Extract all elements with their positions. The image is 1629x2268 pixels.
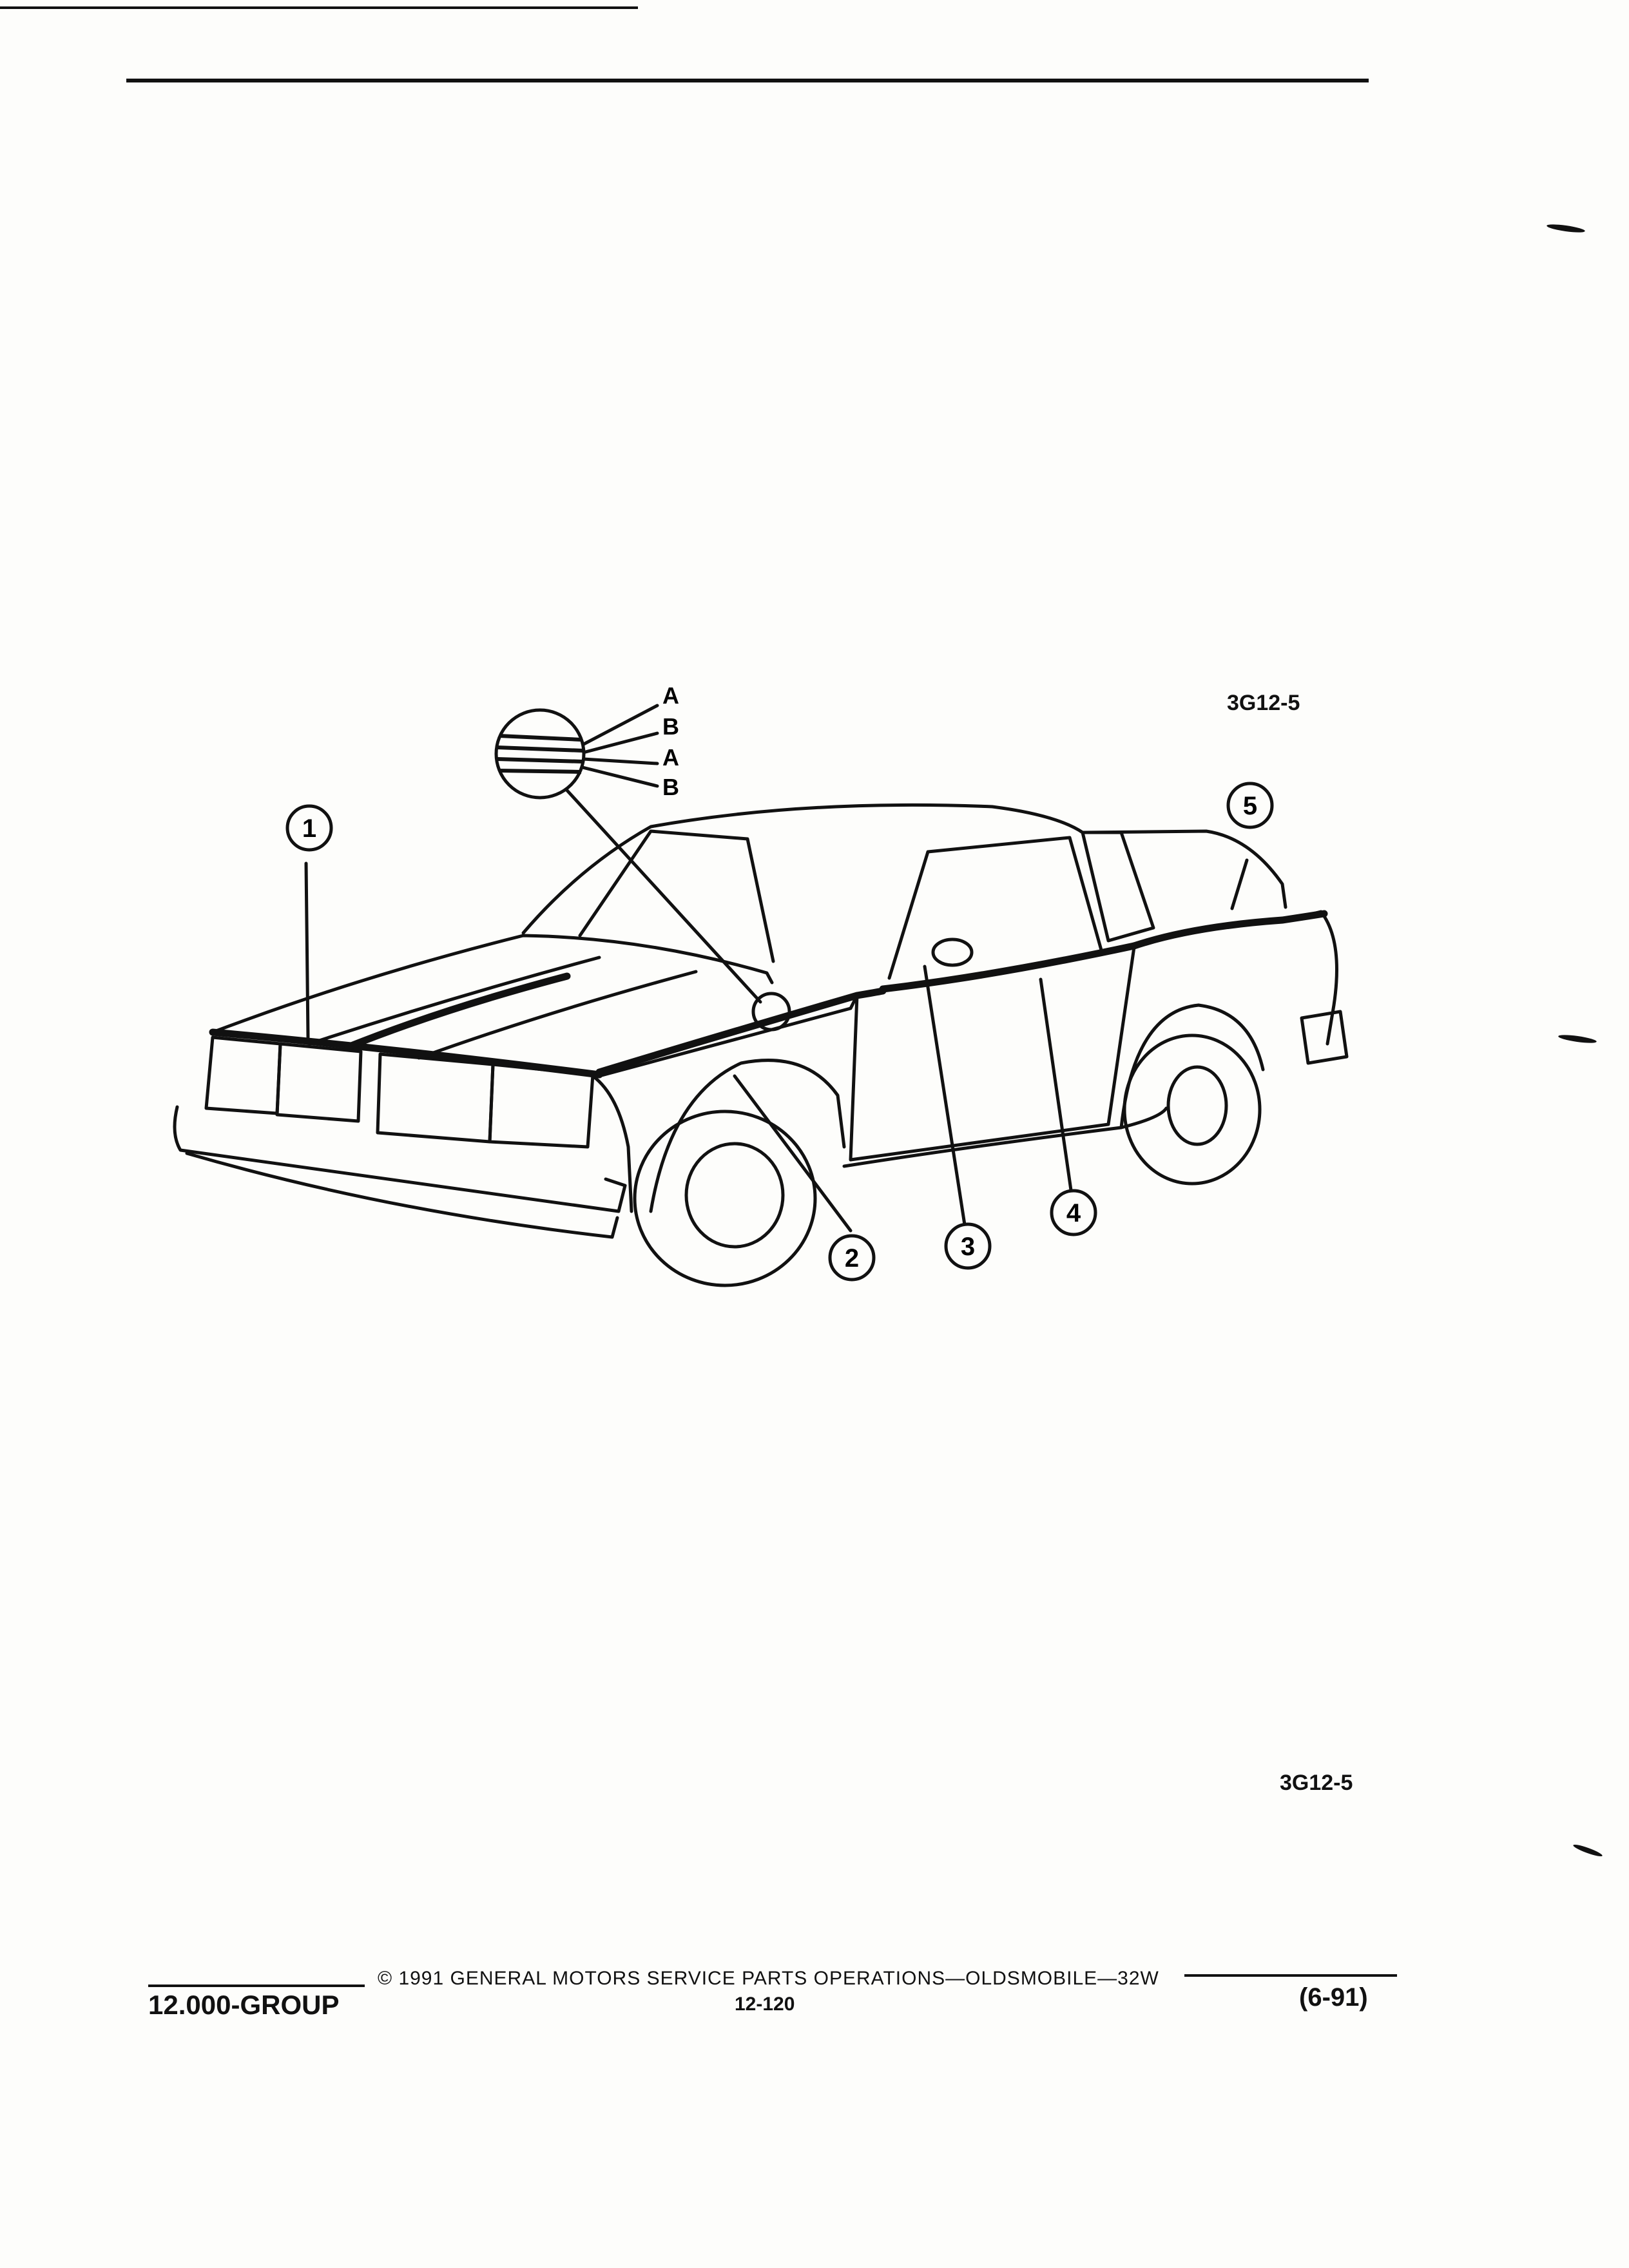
stripe-detail-magnifier — [494, 708, 586, 800]
headlight — [488, 1062, 595, 1149]
front-bumper — [173, 1105, 627, 1213]
figure-code-bottom: 3G12-5 — [1280, 1771, 1353, 1795]
rear-wheel — [1123, 1033, 1262, 1186]
roof-outline — [521, 803, 1287, 935]
rear-quarter-window — [1081, 831, 1155, 943]
rear-wheel-rim — [1166, 1065, 1228, 1146]
callout-circle-2 — [828, 1234, 876, 1282]
detail-stripe-pointer — [581, 757, 659, 765]
stripe-label: A — [662, 744, 679, 771]
door-outline — [849, 945, 1136, 1162]
stripe-detail-target — [751, 992, 791, 1032]
stripe-fender — [595, 987, 887, 1076]
footer-copyright: © 1991 GENERAL MOTORS SERVICE PARTS OPER… — [378, 1968, 1159, 1989]
door-window — [887, 836, 1104, 980]
callout-2: 2 — [845, 1244, 859, 1273]
stripe-label: B — [662, 774, 679, 800]
rear-bumper — [1300, 1010, 1349, 1065]
footer-date-code: (6-91) — [1299, 1983, 1368, 2012]
detail-leader — [560, 783, 762, 1004]
hood-outline — [211, 934, 774, 1034]
detail-stripe-pointer — [578, 765, 659, 788]
stripe-rear-quarter — [1130, 910, 1328, 950]
footer-page-number: 12-120 — [735, 1994, 795, 2015]
rear-quarter — [1132, 910, 1338, 1046]
header-rule — [126, 79, 1369, 82]
callout-4: 4 — [1066, 1199, 1081, 1227]
callout-circle-4 — [1050, 1189, 1097, 1236]
callout-3: 3 — [961, 1233, 975, 1261]
detail-stripe-pointer — [581, 731, 659, 754]
top-edge-rule — [0, 6, 638, 9]
callout-circle-5 — [1226, 782, 1274, 829]
callout-1: 1 — [302, 814, 316, 843]
leader-line-3 — [923, 965, 969, 1239]
hood-crease — [307, 956, 601, 1046]
callout-circle-3 — [944, 1222, 992, 1270]
windshield-outline — [578, 829, 775, 963]
front-wheel-arch — [649, 1059, 846, 1213]
leader-line-2 — [733, 1074, 853, 1233]
stripe-belt — [879, 942, 1138, 993]
stripe-hood — [344, 972, 571, 1051]
detail-stripe-pointer — [578, 704, 659, 748]
leader-line-1 — [304, 861, 310, 1039]
footer-group: 12.000-GROUP — [148, 1990, 340, 2020]
callout-circle-1 — [285, 804, 333, 852]
headlight — [204, 1035, 282, 1115]
figure-code-top: 3G12-5 — [1227, 691, 1300, 715]
hood-crease — [417, 970, 698, 1060]
stripe-label: A — [662, 682, 679, 709]
leader-line-5 — [1230, 858, 1249, 910]
front-fender — [597, 994, 859, 1078]
grille-outline — [376, 1052, 495, 1144]
front-bumper-lower — [185, 1151, 619, 1239]
footer-rule-left — [148, 1984, 365, 1987]
leader-line-4 — [1039, 977, 1075, 1206]
grille-outline — [275, 1042, 363, 1123]
side-mirror — [931, 937, 974, 967]
front-fascia-side — [591, 1074, 633, 1213]
callout-5: 5 — [1243, 792, 1257, 820]
stripe-front-end — [209, 1028, 603, 1079]
front-wheel-rim — [684, 1142, 785, 1249]
rocker-panel — [842, 1106, 1168, 1168]
stripe-label: B — [662, 713, 679, 740]
footer-rule-right — [1184, 1974, 1397, 1977]
front-wheel — [633, 1110, 817, 1287]
